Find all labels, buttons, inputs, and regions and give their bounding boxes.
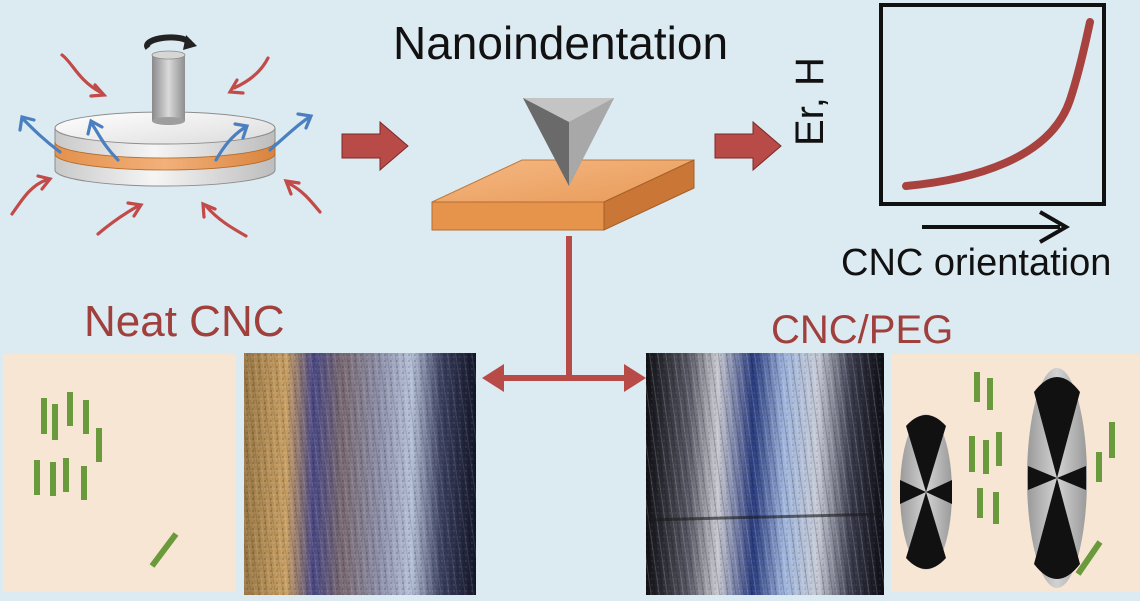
press-film-layer [54,141,276,171]
property-trend-graph [879,3,1106,244]
x-axis-arrow [922,210,1071,244]
process-arrow-2 [714,120,782,172]
neat-cnc-schematic [3,354,236,592]
process-arrow-1 [341,120,409,172]
cnc-peg-schematic [891,354,1140,592]
cnc-peg-micrograph [645,353,885,595]
spherulite-right [1027,368,1087,588]
outward-flow-arrows [18,112,314,162]
split-connector [482,236,646,392]
trend-curve [902,18,1094,190]
rotation-arrow-icon [144,34,197,50]
press-shaft [152,55,185,121]
nanoindentation-setup [431,98,695,231]
sample-plate-side [603,159,695,231]
graph-frame [879,3,1106,206]
press-disc-side [54,127,276,187]
neat-cnc-micrograph [244,353,476,595]
graph-x-axis-label: CNC orientation [841,242,1112,284]
press-cell-illustration [10,34,322,238]
neat-cnc-label: Neat CNC [84,297,285,346]
cnc-peg-label: CNC/PEG [771,308,954,352]
graph-y-axis-label: Er, H [788,57,832,146]
spherulite-left [900,414,952,570]
diagram-title: Nanoindentation [393,17,729,69]
sample-plate-front [431,201,605,231]
inward-heat-arrows [10,53,322,238]
